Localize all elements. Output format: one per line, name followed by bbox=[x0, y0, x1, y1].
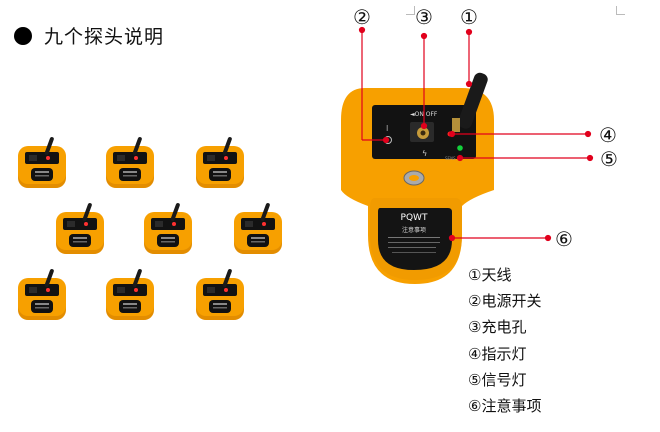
antenna bbox=[458, 72, 488, 129]
legend-item-antenna: ①天线 bbox=[468, 266, 512, 284]
callout-2: ② bbox=[353, 5, 371, 29]
probe-6 bbox=[234, 202, 282, 254]
svg-text:I: I bbox=[386, 124, 388, 133]
legend-item-notice: ⑥注意事项 bbox=[468, 396, 542, 415]
legend-list: ①天线 ②电源开关 ③充电孔 ④指示灯 ⑤信号灯 ⑥注意事项 bbox=[468, 262, 541, 419]
plate-title: 注意事项 bbox=[402, 226, 426, 234]
legend-item-signal-light: ⑤信号灯 bbox=[468, 370, 527, 389]
crop-mark-left bbox=[406, 6, 415, 15]
probe-3 bbox=[196, 136, 244, 188]
callout-5: ⑤ bbox=[600, 147, 618, 171]
callout-lines bbox=[358, 26, 594, 242]
main-device: I ◄ON OFF ϟ SENS PQWT 注意事项 bbox=[341, 72, 494, 284]
legend-item-power-switch: ②电源开关 bbox=[468, 292, 542, 311]
svg-text:ϟ: ϟ bbox=[422, 149, 427, 158]
legend-item-indicator-light: ④指示灯 bbox=[468, 344, 527, 363]
probe-8 bbox=[106, 268, 154, 320]
probe-1 bbox=[18, 136, 66, 188]
callout-6: ⑥ bbox=[555, 227, 573, 251]
svg-text:SENS: SENS bbox=[445, 156, 456, 161]
callout-4: ④ bbox=[599, 123, 617, 147]
probe-9 bbox=[196, 268, 244, 320]
section-heading: 九个探头说明 bbox=[14, 22, 164, 49]
legend-item-charging-port: ③充电孔 bbox=[468, 318, 527, 337]
heading-text: 九个探头说明 bbox=[44, 26, 165, 48]
probe-5 bbox=[144, 202, 192, 254]
probe-4 bbox=[56, 202, 104, 254]
probe-2 bbox=[106, 136, 154, 188]
signal-light-icon bbox=[457, 145, 463, 151]
probe-7 bbox=[18, 268, 66, 320]
callout-3: ③ bbox=[415, 5, 433, 29]
bullet-icon bbox=[14, 26, 32, 45]
notice-plate bbox=[378, 208, 452, 270]
brand-logo: PQWT bbox=[401, 213, 428, 223]
crop-mark-right bbox=[616, 6, 625, 15]
probe-group bbox=[18, 136, 282, 320]
callout-1: ① bbox=[460, 5, 478, 29]
